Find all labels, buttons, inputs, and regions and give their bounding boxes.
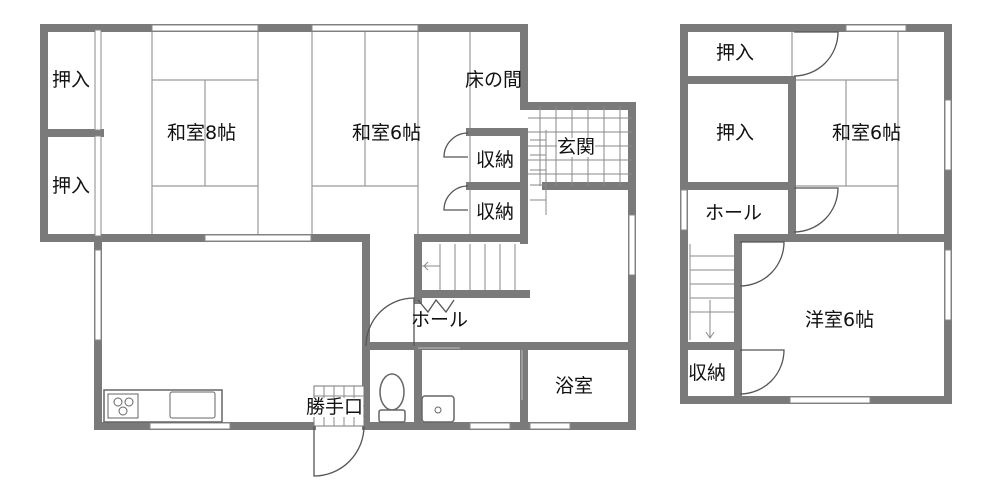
stairs-second-floor — [689, 244, 734, 340]
room-label-hall-1: ホール — [411, 309, 469, 331]
doors-second-floor — [739, 31, 839, 395]
second-floor — [680, 24, 952, 404]
room-label-oshiire-3: 押入 — [716, 42, 755, 64]
room-label-oshiire-2: 押入 — [52, 175, 91, 197]
windows-second-floor — [680, 24, 952, 404]
room-label-shuno-3: 収納 — [688, 362, 727, 384]
room-label-oshiire-4: 押入 — [716, 122, 755, 144]
room-label-washitsu-6-b: 和室6帖 — [832, 122, 902, 144]
walls-first-floor — [40, 24, 636, 430]
room-label-washitsu-6-a: 和室6帖 — [352, 122, 422, 144]
first-floor — [40, 24, 636, 477]
toilet-fixture — [378, 373, 406, 423]
room-label-shuno-2: 収納 — [476, 201, 515, 223]
room-label-katteguchi: 勝手口 — [306, 396, 364, 418]
doors-first-floor — [313, 132, 523, 477]
room-label-yokushitsu: 浴室 — [555, 375, 594, 397]
kitchen-counter — [103, 389, 223, 423]
washbasin-fixture — [421, 395, 455, 423]
room-label-genkan: 玄関 — [557, 136, 596, 158]
room-label-shuno-1: 収納 — [476, 149, 515, 171]
genkan-step — [530, 130, 547, 215]
room-label-hall-2: ホール — [705, 202, 763, 224]
room-label-washitsu-8: 和室8帖 — [167, 122, 237, 144]
room-label-yoshitsu-6: 洋室6帖 — [805, 309, 875, 331]
windows-first-floor — [94, 24, 636, 430]
room-label-tokonoma: 床の間 — [465, 69, 523, 91]
room-label-oshiire-1: 押入 — [52, 69, 91, 91]
tatami-lines — [46, 30, 524, 238]
stairs-first-floor — [422, 244, 516, 290]
